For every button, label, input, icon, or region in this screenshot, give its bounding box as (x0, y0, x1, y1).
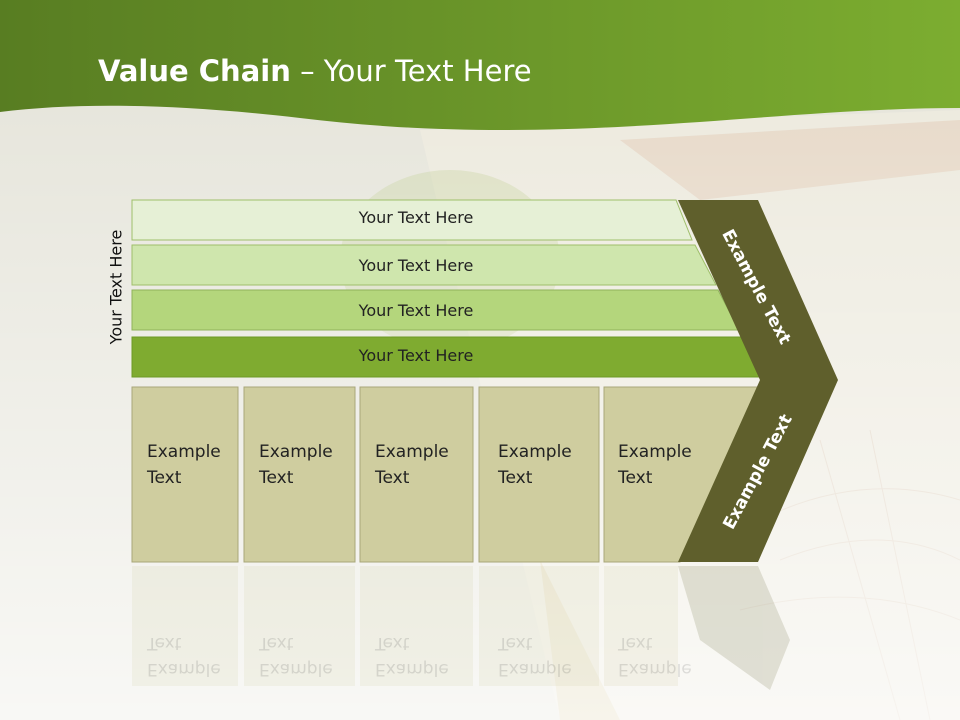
reflection (132, 566, 790, 690)
activity-label-3-line2: Text (375, 468, 410, 488)
row-label-2: Your Text Here (358, 256, 474, 275)
reflection-label-4-line2: Text (498, 633, 533, 653)
reflection-chevron (678, 566, 790, 690)
activity-box-2 (243, 386, 356, 563)
activity-box-3 (359, 386, 474, 563)
slide-title-rest: – Your Text Here (290, 54, 532, 88)
reflection-box-2 (244, 566, 355, 686)
reflection-label-5-line2: Text (618, 633, 653, 653)
reflection-label-5-line1: Example (618, 659, 692, 679)
row-label-3: Your Text Here (358, 301, 474, 320)
activity-label-2-line2: Text (259, 468, 294, 488)
reflection-label-5: Example Text (618, 630, 692, 682)
reflection-label-1: Example Text (147, 630, 221, 682)
activity-label-3-line1: Example (375, 442, 449, 462)
reflection-label-2: Example Text (259, 630, 333, 682)
reflection-label-3-line1: Example (375, 659, 449, 679)
activity-label-4-line1: Example (498, 442, 572, 462)
activity-label-2-line1: Example (259, 442, 333, 462)
row-bar-1 (131, 199, 693, 241)
slide-title-bold: Value Chain (98, 54, 291, 88)
reflection-box-4 (479, 566, 599, 686)
reflection-box-5 (604, 566, 678, 686)
row-label-4: Your Text Here (358, 346, 474, 365)
activity-label-1-line1: Example (147, 442, 221, 462)
reflection-label-4: Example Text (498, 630, 572, 682)
reflection-label-3-line2: Text (375, 633, 410, 653)
row-label-1: Your Text Here (358, 208, 474, 227)
reflection-label-4-line1: Example (498, 659, 572, 679)
activity-label-1-line2: Text (147, 468, 182, 488)
activity-label-4-line2: Text (498, 468, 533, 488)
activity-box-4 (478, 386, 600, 563)
reflection-label-3: Example Text (375, 630, 449, 682)
activity-label-5-line2: Text (618, 468, 653, 488)
value-chevron (678, 200, 838, 562)
reflection-label-2-line2: Text (259, 633, 294, 653)
reflection-label-1-line1: Example (147, 659, 221, 679)
reflection-label-1-line2: Text (147, 633, 182, 653)
slide-title: Value Chain – Your Text Here (98, 54, 532, 88)
reflection-box-1 (132, 566, 238, 686)
activity-box-1 (131, 386, 239, 563)
reflection-box-3 (360, 566, 473, 686)
activity-label-5-line1: Example (618, 442, 692, 462)
reflection-label-2-line1: Example (259, 659, 333, 679)
row-bar-2 (131, 244, 717, 286)
